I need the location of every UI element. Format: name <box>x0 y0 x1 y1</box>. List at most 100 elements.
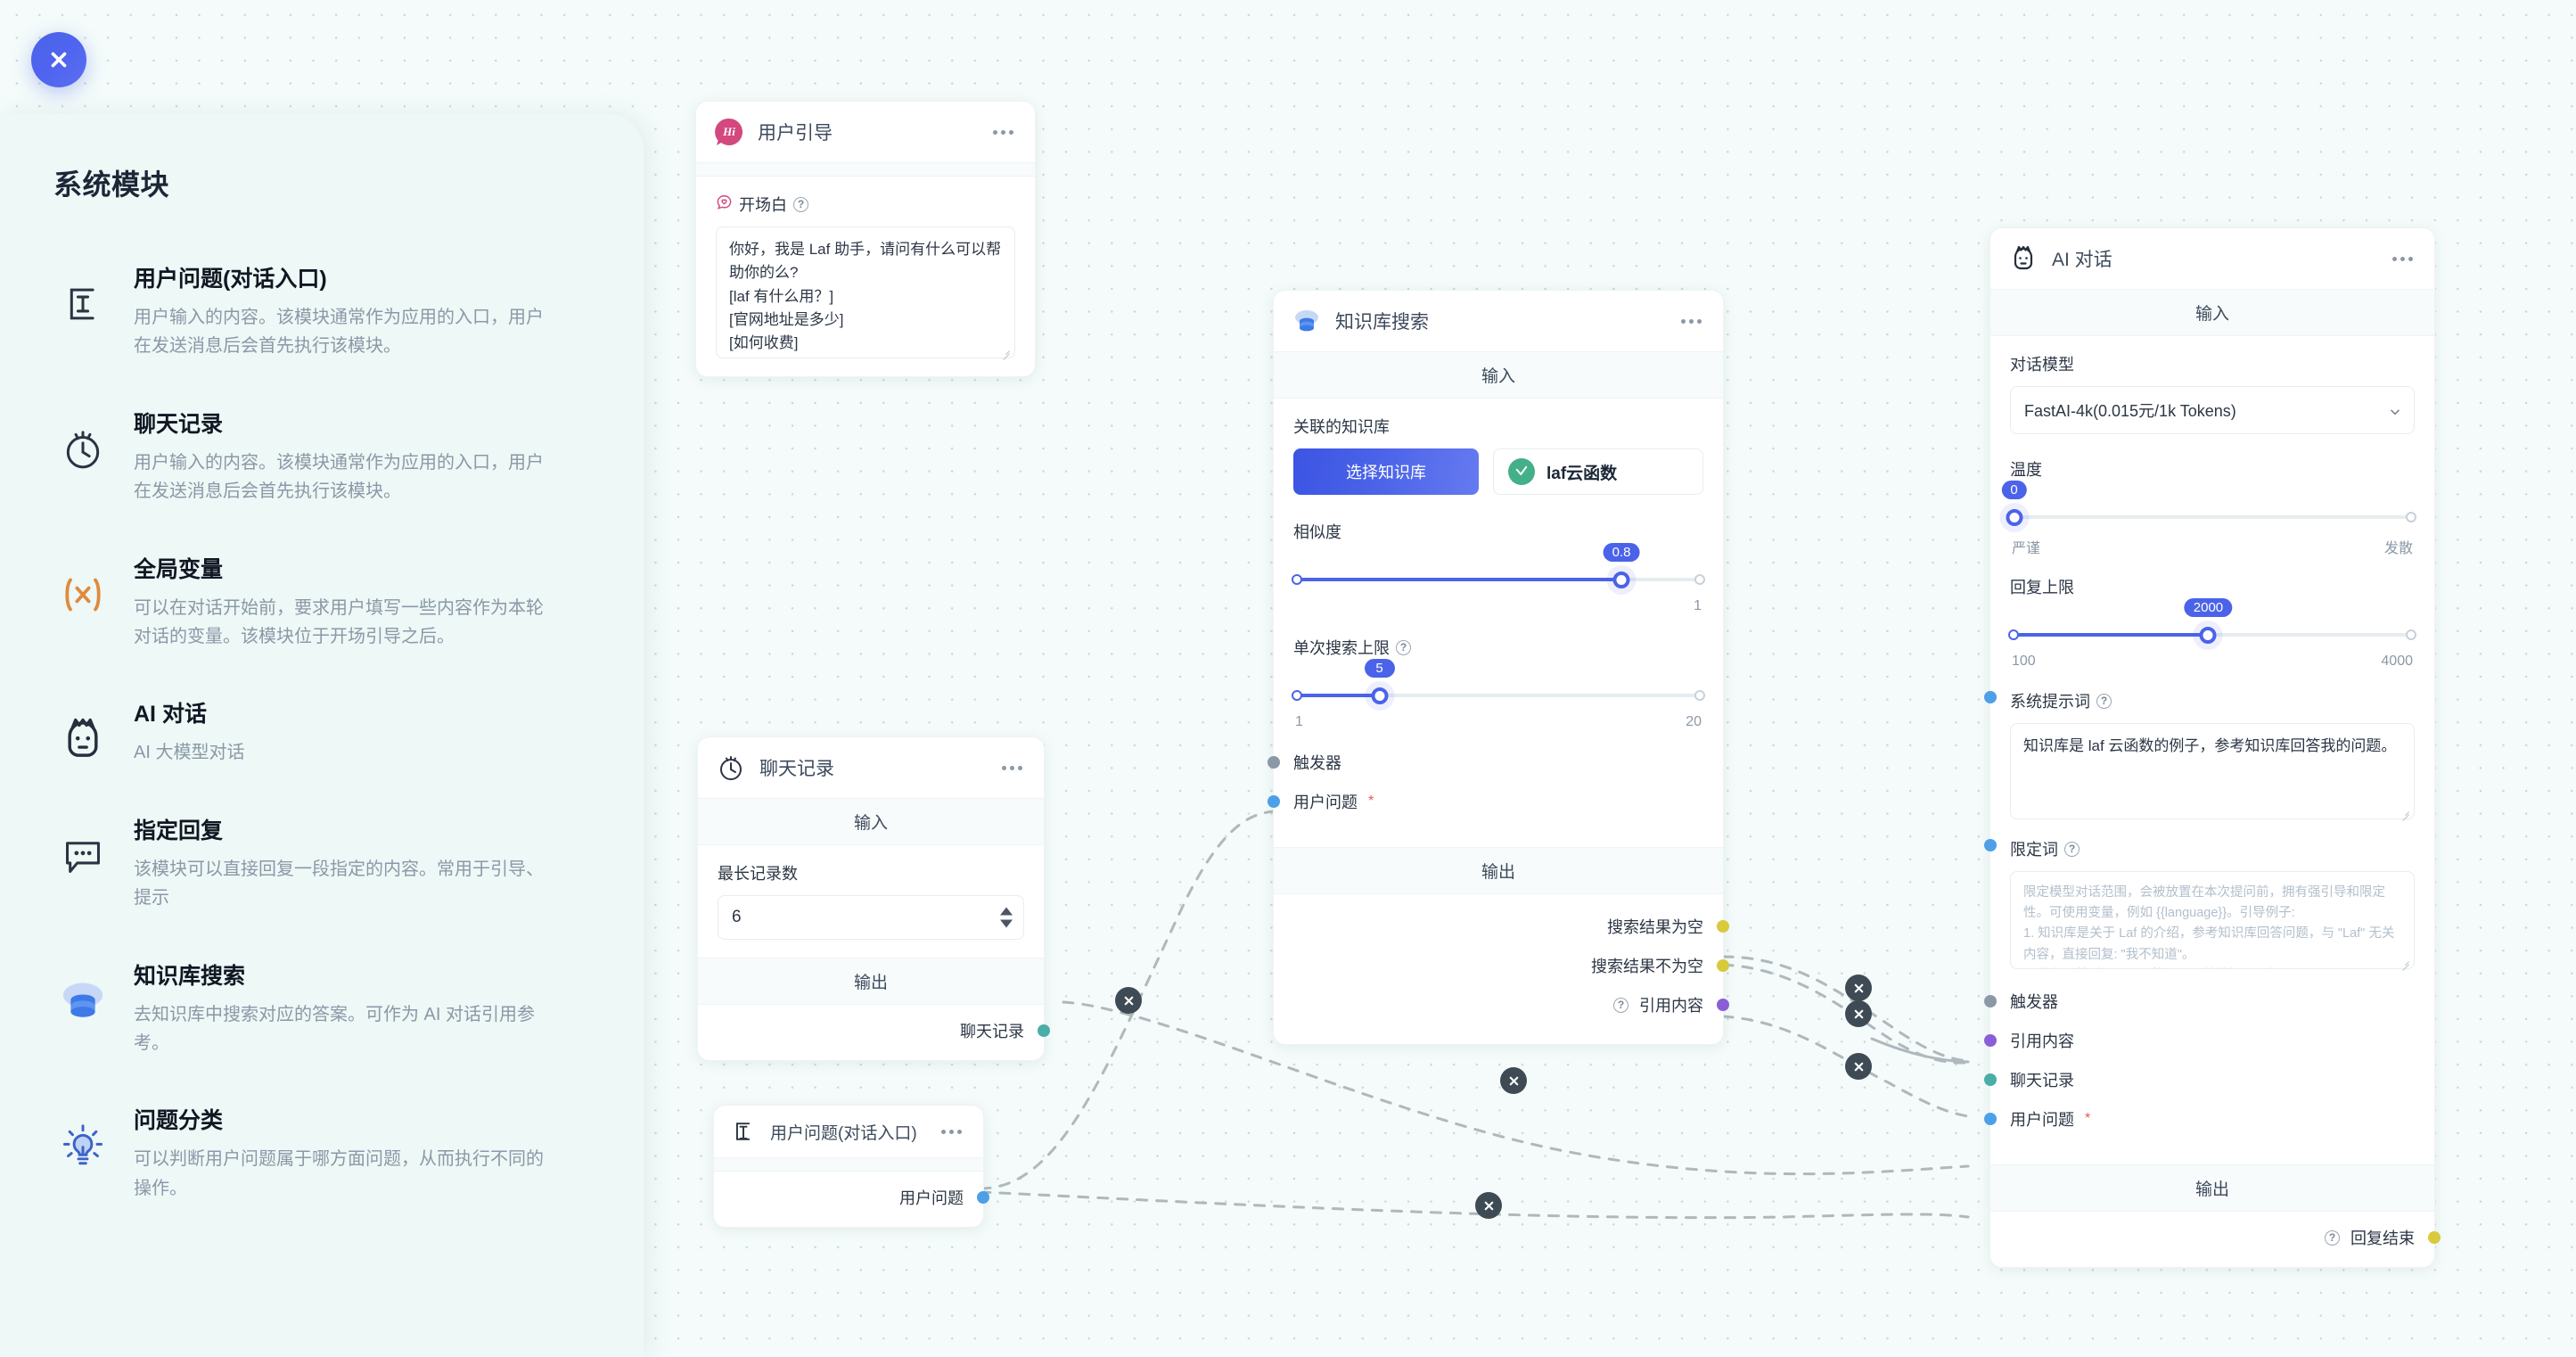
output-port-reply-end[interactable]: ? 回复结束 <box>2010 1222 2441 1253</box>
module-item-ai-chat[interactable]: AI 对话 AI 大模型对话 <box>53 685 594 781</box>
port-dot[interactable] <box>1038 1024 1050 1037</box>
module-item-chat-history[interactable]: 聊天记录 用户输入的内容。该模块通常作为应用的入口，用户在发送消息后会首先执行该… <box>53 395 594 521</box>
input-port-chat-history[interactable]: 聊天记录 <box>1984 1060 2415 1099</box>
node-title: 用户问题(对话入口) <box>770 1123 917 1143</box>
stepper-down-icon[interactable] <box>1000 919 1013 928</box>
slider-max-dot <box>2406 629 2416 640</box>
port-dot[interactable] <box>1984 839 1997 851</box>
edge-delete-button[interactable] <box>1475 1192 1502 1219</box>
output-port-chat-history[interactable]: 聊天记录 <box>718 1016 1050 1046</box>
more-icon[interactable] <box>1679 314 1703 329</box>
input-port-user-question[interactable]: 用户问题* <box>1984 1099 2415 1147</box>
slider-knob[interactable] <box>1612 572 1630 588</box>
node-title: 聊天记录 <box>759 759 834 779</box>
select-dataset-button[interactable]: 选择知识库 <box>1293 448 1479 495</box>
max-records-input[interactable]: 6 <box>718 895 1024 940</box>
input-port-quote[interactable]: 引用内容 <box>1984 1021 2415 1060</box>
search-limit-slider[interactable]: 5 <box>1292 659 1705 709</box>
module-text: 问题分类 可以判断用户问题属于哪方面问题，从而执行不同的操作。 <box>134 1106 551 1203</box>
help-icon[interactable]: ? <box>2096 693 2112 709</box>
node-header[interactable]: Hi 用户引导 <box>696 102 1035 162</box>
reply-limit-range: 100 4000 <box>2010 654 2415 673</box>
module-item-specified-reply[interactable]: 指定回复 该模块可以直接回复一段指定的内容。常用于引导、提示 <box>53 802 594 927</box>
module-item-kb-search[interactable]: 知识库搜索 去知识库中搜索对应的答案。可作为 AI 对话引用参考。 <box>53 947 594 1073</box>
edge-delete-button[interactable] <box>1845 975 1872 1001</box>
node-body: 最长记录数 6 <box>698 845 1044 958</box>
node-header[interactable]: AI 对话 <box>1990 228 2434 289</box>
qualifier-textarea[interactable]: 限定模型对话范围，会被放置在本次提问前，拥有强引导和限定性。可使用变量，例如 {… <box>2010 871 2415 969</box>
module-desc: 用户输入的内容。该模块通常作为应用的入口，用户在发送消息后会首先执行该模块。 <box>134 452 544 502</box>
port-dot[interactable] <box>1717 999 1729 1011</box>
help-icon[interactable]: ? <box>1613 997 1628 1013</box>
output-port-nonempty-result[interactable]: 搜索结果不为空 <box>1293 946 1729 985</box>
node-user-question[interactable]: 用户问题(对话入口) 用户问题 <box>713 1105 989 1228</box>
slider-knob[interactable] <box>2006 509 2023 526</box>
port-dot[interactable] <box>1984 691 1997 703</box>
port-dot[interactable] <box>1984 1073 1997 1086</box>
output-port-user-question[interactable]: 用户问题 <box>734 1182 989 1213</box>
more-icon[interactable] <box>939 1124 964 1139</box>
reply-limit-slider[interactable]: 2000 <box>2008 598 2416 648</box>
slider-fill <box>2014 633 2208 637</box>
help-icon[interactable]: ? <box>2064 841 2080 857</box>
model-select[interactable]: FastAI-4k(0.015元/1k Tokens) <box>2010 386 2415 434</box>
module-item-user-question[interactable]: 用户问题(对话入口) 用户输入的内容。该模块通常作为应用的入口，用户在发送消息后… <box>53 250 594 375</box>
module-list: 用户问题(对话入口) 用户输入的内容。该模块通常作为应用的入口，用户在发送消息后… <box>53 250 594 1237</box>
opening-textarea[interactable]: 你好，我是 Laf 助手，请问有什么可以帮助你的么? [laf 有什么用？] [… <box>716 226 1015 358</box>
port-dot[interactable] <box>2428 1231 2441 1244</box>
input-port-label: 引用内容 <box>2010 1032 2074 1050</box>
slider-knob[interactable] <box>2199 627 2217 644</box>
system-prompt-textarea[interactable]: 知识库是 laf 云函数的例子，参考知识库回答我的问题。 <box>2010 723 2415 819</box>
more-icon[interactable] <box>991 125 1015 140</box>
port-dot[interactable] <box>1267 795 1280 808</box>
node-chat-history[interactable]: 聊天记录 输入 最长记录数 6 输出 聊天记录 <box>697 736 1050 1061</box>
help-icon[interactable]: ? <box>1396 639 1411 655</box>
text-input-icon <box>730 1118 757 1145</box>
output-port-label: 用户问题 <box>899 1189 964 1207</box>
slider-knob[interactable] <box>1371 687 1389 704</box>
input-port-trigger[interactable]: 触发器 <box>1267 743 1703 782</box>
node-ai-chat[interactable]: AI 对话 输入 对话模型 FastAI-4k(0.015元/1k Tokens… <box>1984 227 2441 1268</box>
port-dot[interactable] <box>1984 1113 1997 1125</box>
more-icon[interactable] <box>1000 761 1024 776</box>
port-dot[interactable] <box>1717 920 1729 933</box>
port-dot[interactable] <box>977 1191 989 1204</box>
port-dot[interactable] <box>1984 1034 1997 1047</box>
node-header[interactable]: 知识库搜索 <box>1274 291 1723 351</box>
output-port-empty-result[interactable]: 搜索结果为空 <box>1293 907 1729 946</box>
dataset-chip[interactable]: laf云函数 <box>1493 448 1703 495</box>
module-item-global-variable[interactable]: 全局变量 可以在对话开始前，要求用户填写一些内容作为本轮对话的变量。该模块位于开… <box>53 540 594 666</box>
node-header[interactable]: 聊天记录 <box>698 737 1044 798</box>
node-header[interactable]: 用户问题(对话入口) <box>714 1106 983 1157</box>
edge-delete-button[interactable] <box>1115 987 1142 1014</box>
edge-delete-button[interactable] <box>1845 1000 1872 1027</box>
temperature-slider[interactable]: 0 <box>2001 481 2416 530</box>
similarity-slider[interactable]: 0.8 <box>1292 543 1705 593</box>
node-kb-search[interactable]: 知识库搜索 输入 关联的知识库 选择知识库 laf云函数 相似度 <box>1267 290 1729 1045</box>
port-dot[interactable] <box>1267 756 1280 769</box>
help-icon[interactable]: ? <box>2325 1230 2340 1246</box>
more-icon[interactable] <box>2391 251 2415 267</box>
output-port-quote[interactable]: ? 引用内容 <box>1293 985 1729 1024</box>
input-port-user-question[interactable]: 用户问题* <box>1267 782 1703 829</box>
module-text: 知识库搜索 去知识库中搜索对应的答案。可作为 AI 对话引用参考。 <box>134 961 551 1058</box>
number-stepper[interactable] <box>1000 907 1013 928</box>
module-text: 全局变量 可以在对话开始前，要求用户填写一些内容作为本轮对话的变量。该模块位于开… <box>134 555 551 652</box>
edge-delete-button[interactable] <box>1845 1053 1872 1080</box>
lightbulb-icon <box>55 1118 111 1173</box>
port-dot[interactable] <box>1717 959 1729 972</box>
system-prompt-label: 系统提示词 <box>2010 693 2090 711</box>
port-dot[interactable] <box>1984 995 1997 1007</box>
node-user-guide[interactable]: Hi 用户引导 开场白 ? 你好，我是 Laf 助手，请问有什么可以帮助你的么?… <box>695 101 1036 377</box>
stepper-up-icon[interactable] <box>1000 907 1013 916</box>
edge-delete-button[interactable] <box>1500 1067 1527 1094</box>
close-circle-icon <box>1509 1076 1518 1085</box>
node-outputs: 搜索结果为空 搜索结果不为空 ? 引用内容 <box>1274 894 1729 1044</box>
module-item-question-classify[interactable]: 问题分类 可以判断用户问题属于哪方面问题，从而执行不同的操作。 <box>53 1091 594 1217</box>
help-icon[interactable]: ? <box>793 196 808 212</box>
input-port-label: 触发器 <box>2010 993 2058 1011</box>
output-band: 输出 <box>698 958 1044 1005</box>
close-button[interactable] <box>31 32 86 87</box>
input-port-trigger[interactable]: 触发器 <box>1984 982 2415 1021</box>
